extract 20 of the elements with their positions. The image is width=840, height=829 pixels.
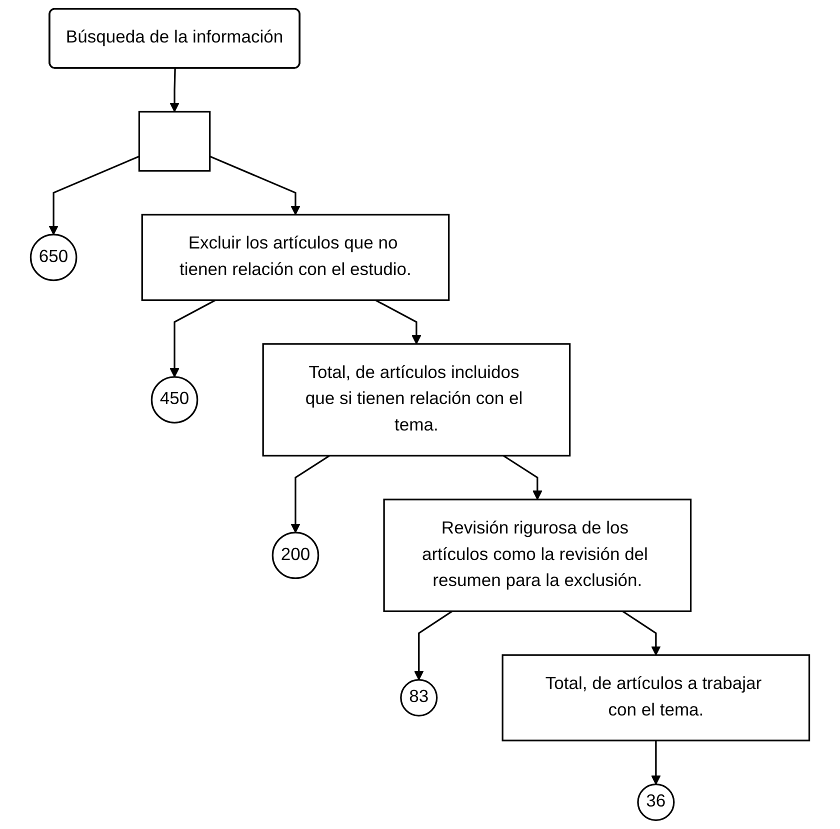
arrow (414, 610, 453, 680)
arrow (210, 156, 300, 216)
node-box: Total, de artículos a trabajar con el tema. (502, 654, 810, 742)
node-circle: 200 (272, 532, 320, 580)
node-circle: 650 (30, 234, 78, 282)
node-box: Revisión rigurosa de los artículos como la revisión del resumen para la exclusión. (383, 498, 692, 612)
node-circle: 36 (637, 783, 675, 822)
arrow (622, 610, 661, 656)
arrow (290, 455, 330, 533)
arrow (170, 299, 216, 378)
node-box (138, 110, 211, 172)
arrow (375, 299, 422, 344)
arrow (48, 156, 140, 236)
arrow (502, 455, 542, 500)
node-circle: 83 (400, 678, 438, 717)
node-box: Total, de artículos incluidos que si tienen relación con el tema. (262, 343, 571, 457)
arrow (170, 68, 180, 112)
arrow (651, 740, 661, 785)
node-circle: 450 (150, 376, 198, 424)
node-box: Excluir los artículos que no tienen relación con el estudio. (141, 214, 450, 301)
